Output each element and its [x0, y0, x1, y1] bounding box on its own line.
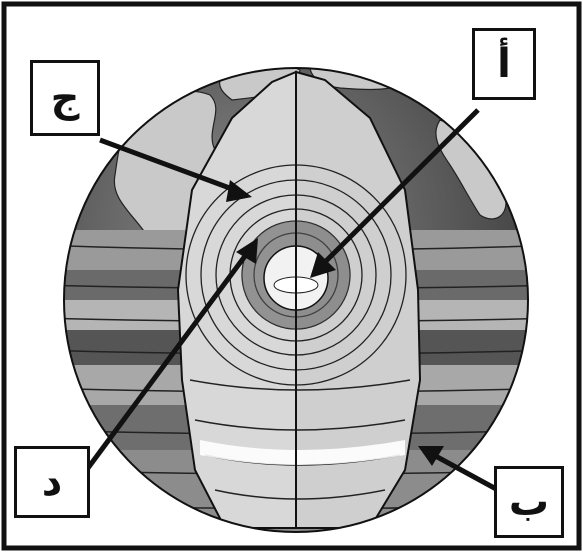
label-c: ج: [30, 60, 100, 136]
label-a: أ: [472, 28, 536, 100]
label-b: ب: [494, 466, 564, 538]
earth-globe: [40, 64, 560, 540]
label-d: د: [14, 446, 90, 518]
